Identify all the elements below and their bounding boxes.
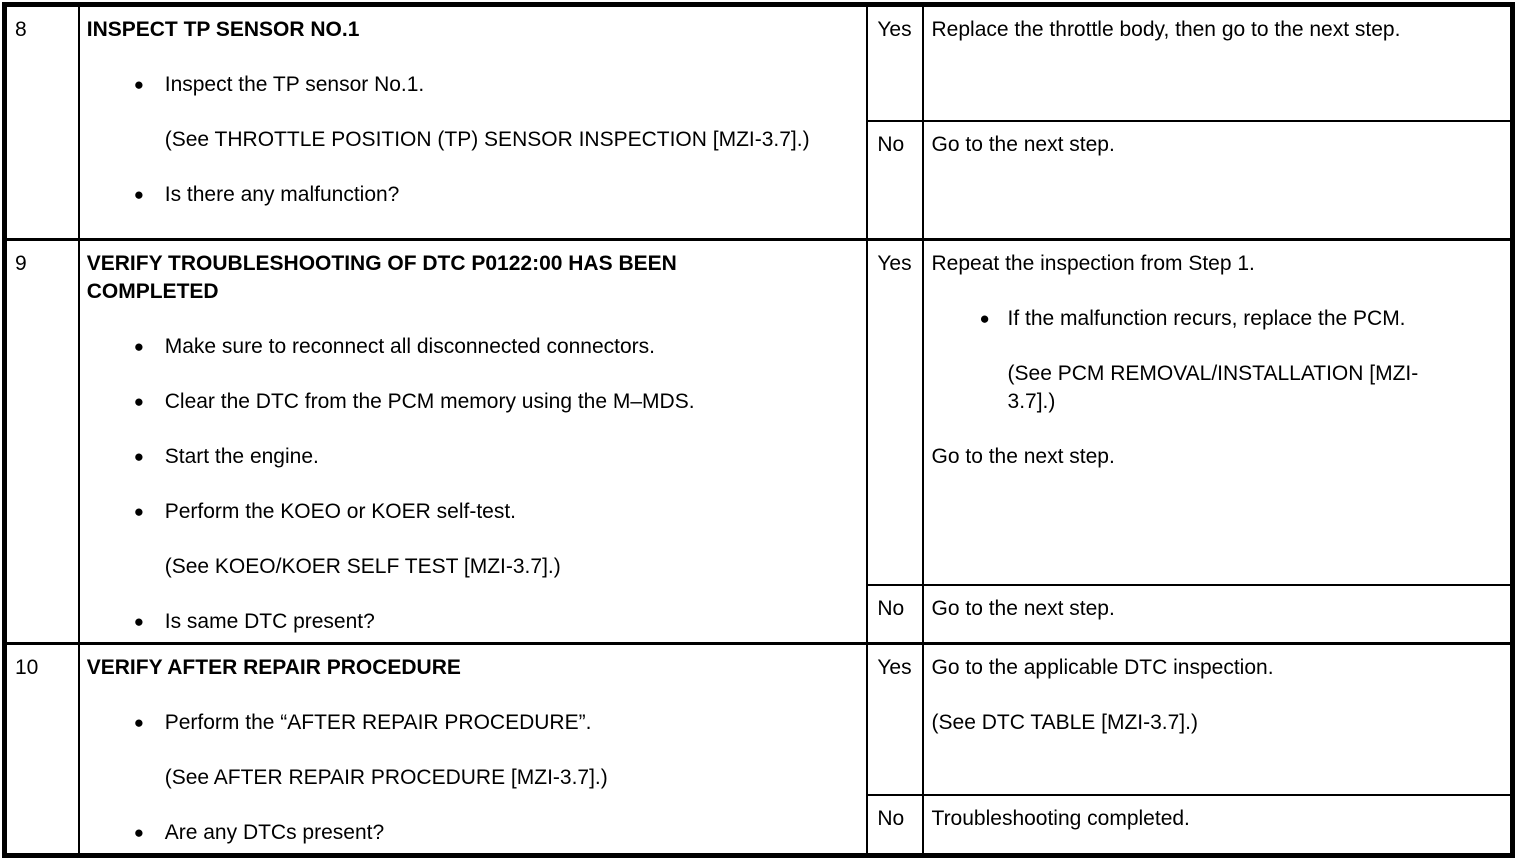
table-row: 8 INSPECT TP SENSOR NO.1 ● Inspect the T…	[3, 3, 1514, 241]
no-result-cell: Troubleshooting completed.	[921, 793, 1514, 857]
bullet-text: Perform the KOEO or KOER self-test.	[164, 500, 517, 523]
step-number: 8	[15, 18, 27, 41]
no-result-cell: Go to the next step.	[921, 119, 1514, 241]
bullet-text: Is same DTC present?	[164, 610, 375, 633]
bullet-icon: ●	[133, 337, 145, 356]
bullet-text: Make sure to reconnect all disconnected …	[164, 335, 656, 358]
yes-label: Yes	[877, 656, 912, 679]
bullet-icon: ●	[133, 185, 145, 204]
table-row: No Troubleshooting completed.	[5, 793, 1514, 857]
no-label: No	[877, 596, 905, 620]
bullet-text: Inspect the TP sensor No.1.	[164, 73, 425, 96]
table-row: No Go to the next step.	[5, 583, 1514, 645]
no-label-cell: No	[866, 793, 924, 857]
no-label: No	[877, 132, 905, 156]
bullet-text: Are any DTCs present?	[164, 821, 385, 844]
yes-label: Yes	[877, 252, 912, 275]
bullet-item: ● Clear the DTC from the PCM memory usin…	[134, 388, 861, 416]
step-number: 9	[15, 252, 27, 275]
table-row: 9 VERIFY TROUBLESHOOTING OF DTC P0122:00…	[3, 237, 1514, 645]
result-text: Go to the next step.	[931, 132, 1115, 156]
yes-result-cell: Replace the throttle body, then go to th…	[921, 3, 1514, 122]
step-number-cell: 8	[3, 3, 80, 241]
yes-label-cell: Yes	[866, 3, 924, 122]
yes-result-cell: Repeat the inspection from Step 1. ● If …	[921, 237, 1514, 586]
bullet-item: ● Perform the “AFTER REPAIR PROCEDURE”.	[134, 709, 861, 737]
bullet-icon: ●	[133, 502, 145, 521]
reference-text: (See DTC TABLE [MZI-3.7].)	[931, 711, 1198, 734]
step-action-cell: INSPECT TP SENSOR NO.1 ● Inspect the TP …	[77, 3, 869, 241]
bullet-text: If the malfunction recurs, replace the P…	[1007, 307, 1406, 330]
yes-label: Yes	[877, 18, 912, 41]
bullet-icon: ●	[133, 823, 145, 842]
step-title: VERIFY AFTER REPAIR PROCEDURE	[86, 656, 461, 679]
no-label: No	[877, 806, 905, 830]
bullet-text: Start the engine.	[164, 445, 319, 468]
step-number-cell: 9	[3, 238, 80, 645]
step-number-cell: 10	[3, 642, 80, 857]
bullet-item: ● Is there any malfunction?	[134, 181, 861, 209]
bullet-icon: ●	[133, 75, 145, 94]
reference-text: (See THROTTLE POSITION (TP) SENSOR INSPE…	[164, 128, 810, 151]
result-text: Go to the next step.	[931, 445, 1115, 468]
bullet-item: ● Inspect the TP sensor No.1.	[134, 71, 861, 99]
bullet-item: ● Perform the KOEO or KOER self-test.	[134, 498, 861, 526]
step-title: VERIFY TROUBLESHOOTING OF DTC P0122:00 H…	[86, 252, 677, 303]
no-result-cell: Go to the next step.	[921, 583, 1514, 645]
result-text: Replace the throttle body, then go to th…	[931, 18, 1401, 41]
result-text: Troubleshooting completed.	[931, 806, 1190, 830]
bullet-icon: ●	[133, 392, 145, 411]
bullet-icon: ●	[133, 612, 145, 631]
step-title: INSPECT TP SENSOR NO.1	[86, 18, 360, 41]
step-action-cell: VERIFY TROUBLESHOOTING OF DTC P0122:00 H…	[77, 238, 869, 645]
reference-text: (See KOEO/KOER SELF TEST [MZI-3.7].)	[164, 555, 561, 578]
step-number: 10	[15, 656, 39, 679]
bullet-text: Is there any malfunction?	[164, 183, 400, 206]
reference-text: (See PCM REMOVAL/INSTALLATION [MZI-3.7].…	[1007, 362, 1419, 413]
yes-label-cell: Yes	[866, 641, 924, 796]
bullet-item: ● Make sure to reconnect all disconnecte…	[134, 333, 861, 361]
reference-text: (See AFTER REPAIR PROCEDURE [MZI-3.7].)	[164, 766, 608, 789]
table-row: No Go to the next step.	[5, 119, 1514, 241]
yes-label-cell: Yes	[866, 237, 924, 586]
result-text: Go to the applicable DTC inspection.	[931, 656, 1274, 679]
no-label-cell: No	[866, 583, 924, 645]
bullet-icon: ●	[133, 447, 145, 466]
bullet-text: Clear the DTC from the PCM memory using …	[164, 390, 695, 413]
result-text: Go to the next step.	[931, 596, 1115, 620]
step-action-cell: VERIFY AFTER REPAIR PROCEDURE ● Perform …	[77, 642, 869, 857]
bullet-item: ● Are any DTCs present?	[134, 819, 861, 847]
bullet-item: ● Start the engine.	[134, 443, 861, 471]
result-text: Repeat the inspection from Step 1.	[931, 252, 1255, 275]
table-row: 10 VERIFY AFTER REPAIR PROCEDURE ● Perfo…	[3, 641, 1514, 857]
bullet-item: ● If the malfunction recurs, replace the…	[980, 305, 1504, 333]
bullet-text: Perform the “AFTER REPAIR PROCEDURE”.	[164, 711, 592, 734]
no-label-cell: No	[866, 119, 924, 241]
bullet-item: ● Is same DTC present?	[134, 608, 861, 636]
yes-result-cell: Go to the applicable DTC inspection. (Se…	[921, 641, 1514, 796]
bullet-icon: ●	[133, 713, 145, 732]
bullet-icon: ●	[979, 309, 990, 328]
